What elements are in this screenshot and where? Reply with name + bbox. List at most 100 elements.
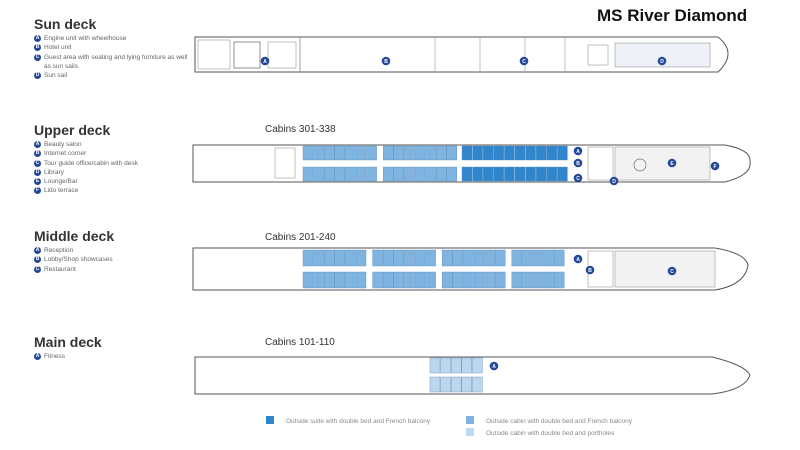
- plan-badge: [489, 361, 499, 371]
- cabin: [355, 249, 367, 267]
- cabin: [546, 166, 557, 182]
- ship-title: MS River Diamond: [597, 6, 748, 25]
- plan-badge-letter: F: [713, 164, 716, 170]
- feature-label: Restaurant: [44, 265, 76, 273]
- cabin: [302, 145, 314, 161]
- cabin: [473, 271, 485, 289]
- deck-title-middle: Middle deck: [34, 228, 115, 244]
- feature-label: Reception: [44, 247, 74, 254]
- feature-badge: A: [34, 247, 41, 254]
- cabin: [313, 249, 324, 267]
- feature-badge: B: [34, 44, 41, 52]
- cabin: [366, 166, 377, 182]
- cabin: [383, 249, 394, 267]
- feature-label: Guest area with seating and lying furnit…: [44, 53, 188, 70]
- key-suite: Outside suite with double bed and French…: [266, 416, 430, 425]
- cabin: [425, 271, 436, 289]
- plan-badge: [657, 56, 667, 66]
- feature-badge: F: [34, 187, 41, 195]
- deck-title-upper: Upper deck: [34, 122, 111, 138]
- cabin: [393, 271, 404, 289]
- swatch-suite: [266, 416, 274, 424]
- plan-badge: [667, 158, 677, 168]
- cabin: [345, 145, 356, 161]
- cabin: [484, 271, 495, 289]
- plan-badge-letter: B: [588, 268, 592, 274]
- cabin: [451, 357, 462, 374]
- cabins-label-middle: Cabins 201-240: [265, 232, 336, 243]
- cabin: [442, 249, 453, 267]
- sun-deck-hull: [194, 36, 729, 73]
- plan-badge: [573, 158, 583, 168]
- plan-badge-letter: C: [522, 59, 526, 65]
- cabin: [414, 271, 426, 289]
- cabin: [452, 271, 463, 289]
- plan-badge: [585, 265, 595, 275]
- cabin: [511, 249, 522, 267]
- cabin: [554, 271, 565, 289]
- feature-badge: D: [34, 168, 41, 176]
- cabin: [493, 145, 504, 161]
- cabin: [532, 271, 544, 289]
- key-cabin-portholes: Outside cabin with double bed and portho…: [466, 428, 614, 437]
- cabin: [334, 145, 345, 161]
- cabin: [461, 376, 472, 393]
- cabin: [483, 166, 494, 182]
- plan-badge-letter: A: [492, 364, 496, 370]
- cabin: [414, 249, 426, 267]
- cabin: [522, 271, 533, 289]
- cabin: [355, 145, 367, 161]
- cabin: [355, 166, 367, 182]
- main-deck-hull: [194, 356, 751, 395]
- cabin: [536, 166, 547, 182]
- feature-badge: D: [34, 72, 41, 80]
- cabin: [302, 271, 314, 289]
- feature-badge: B: [34, 256, 41, 264]
- cabin: [302, 249, 314, 267]
- cabin: [463, 271, 474, 289]
- feature-label: Beauty salon: [44, 141, 82, 148]
- cabin: [461, 145, 473, 161]
- cabin: [324, 166, 335, 182]
- feature-badge: C: [34, 159, 41, 167]
- swatch-cabin-balcony: [466, 416, 474, 424]
- feature-badge: A: [34, 35, 41, 42]
- cabin: [302, 166, 314, 182]
- feature-label: Lido terrace: [44, 187, 79, 195]
- cabin: [334, 271, 345, 289]
- cabin: [543, 271, 554, 289]
- cabin: [461, 166, 473, 182]
- plan-badge-letter: D: [612, 179, 616, 185]
- cabin: [484, 249, 495, 267]
- cabin: [366, 145, 377, 161]
- cabins-label-main: Cabins 101-110: [265, 337, 335, 348]
- cabin: [383, 145, 394, 161]
- cabin: [436, 145, 447, 161]
- plan-badge: [667, 266, 677, 276]
- deck-title-sun: Sun deck: [34, 16, 97, 32]
- cabin: [493, 166, 504, 182]
- feature-label: Fitness: [44, 353, 65, 360]
- cabin: [324, 249, 335, 267]
- plan-badge-letter: B: [384, 59, 388, 65]
- plan-badge: [260, 56, 270, 66]
- feature-badge: C: [34, 265, 41, 273]
- upper-deck-features: [274, 146, 711, 181]
- key-label: Outside cabin with double bed and portho…: [486, 430, 615, 437]
- deck-title-main: Main deck: [34, 334, 102, 350]
- cabin: [404, 249, 415, 267]
- key-cabin-balcony: Outside cabin with double bed and French…: [466, 416, 632, 425]
- cabin: [383, 166, 394, 182]
- swatch-cabin-portholes: [466, 428, 474, 436]
- cabin: [345, 166, 356, 182]
